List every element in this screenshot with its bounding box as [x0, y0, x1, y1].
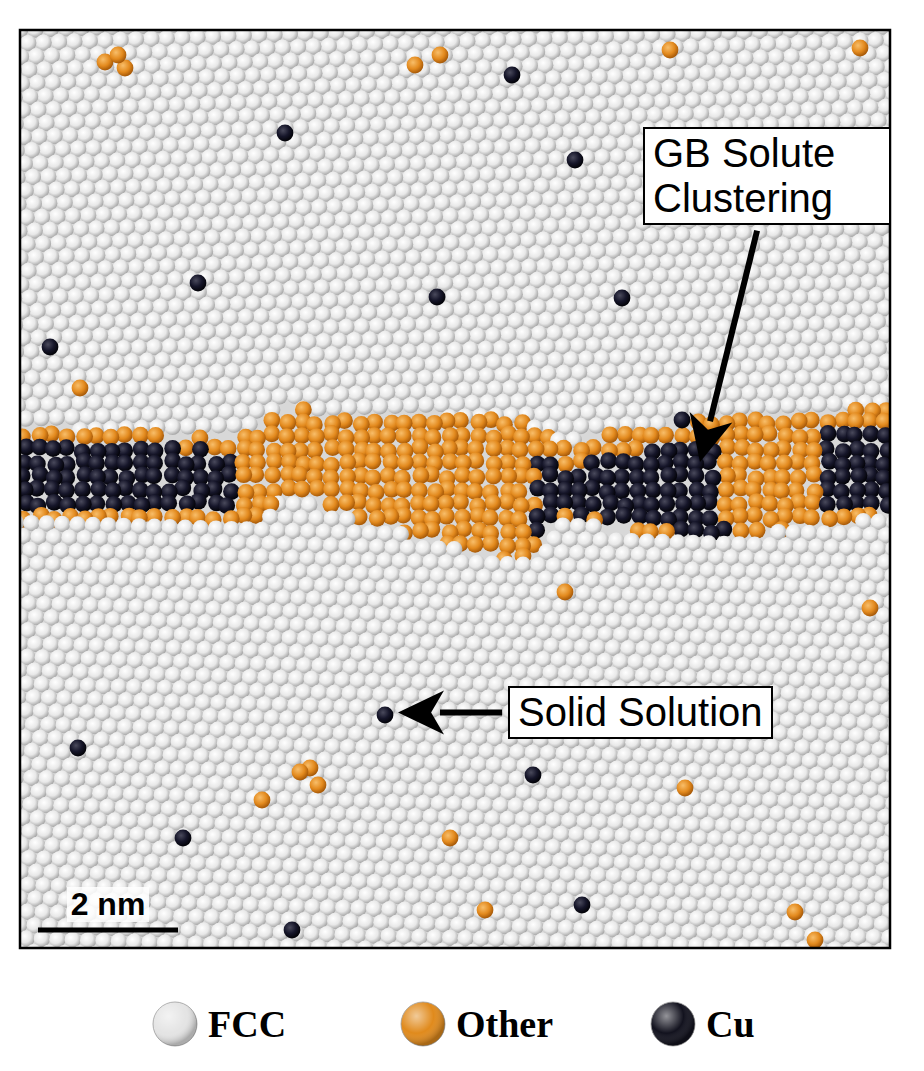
atom	[674, 427, 691, 444]
atom-ground	[20, 30, 890, 948]
atom	[834, 468, 851, 485]
atom	[862, 425, 879, 442]
atom	[379, 428, 396, 445]
atom	[145, 467, 162, 484]
atom	[364, 453, 381, 470]
atom	[880, 442, 890, 459]
atom	[266, 453, 283, 470]
atom	[387, 397, 403, 413]
atom	[806, 466, 823, 483]
atom	[397, 454, 414, 471]
atom	[48, 409, 64, 425]
atom	[765, 398, 781, 414]
atom	[500, 468, 517, 485]
atom	[180, 418, 196, 434]
atom	[617, 426, 634, 443]
atom	[795, 397, 811, 413]
atom	[235, 466, 252, 483]
atom	[164, 419, 180, 435]
atom	[326, 400, 342, 416]
atom	[226, 417, 242, 433]
atom	[599, 469, 616, 486]
atom	[660, 467, 677, 484]
atom	[747, 426, 764, 443]
atom	[20, 410, 34, 426]
atom	[760, 455, 777, 472]
atom	[291, 466, 308, 483]
atom	[395, 427, 412, 444]
atom	[454, 467, 471, 484]
atom	[876, 413, 890, 430]
atom	[306, 442, 323, 459]
atom	[116, 455, 133, 472]
atom	[657, 427, 674, 444]
atom	[76, 428, 93, 445]
atom	[826, 396, 842, 412]
atom	[402, 397, 418, 413]
atom	[264, 467, 281, 484]
atom	[588, 417, 604, 433]
atom	[688, 467, 705, 484]
atom	[791, 413, 808, 430]
atom	[485, 468, 502, 485]
atom	[309, 480, 326, 497]
atom	[364, 469, 381, 486]
atom	[468, 469, 485, 486]
atom	[45, 440, 62, 457]
atom	[278, 428, 295, 445]
atom	[601, 426, 618, 443]
atom	[776, 455, 793, 472]
atom	[847, 413, 864, 430]
atom	[557, 456, 574, 473]
atom	[811, 396, 827, 412]
atom	[705, 470, 722, 487]
atom	[877, 427, 890, 444]
atom	[851, 467, 868, 484]
atom	[294, 427, 311, 444]
atom	[600, 452, 617, 469]
atom	[734, 399, 750, 415]
atom	[511, 442, 528, 459]
atom	[528, 441, 545, 458]
atom	[33, 410, 49, 426]
atom	[412, 439, 429, 456]
atom	[192, 441, 209, 458]
atom	[820, 425, 837, 442]
atom	[147, 427, 164, 444]
atom	[719, 439, 736, 456]
atom-layer	[20, 30, 890, 948]
atom	[372, 398, 388, 414]
atom	[542, 466, 559, 483]
atom	[418, 396, 434, 412]
atom	[310, 400, 326, 416]
atom	[643, 427, 660, 444]
atom	[780, 397, 796, 413]
atom	[263, 425, 280, 442]
atom	[211, 417, 227, 433]
atom	[32, 466, 49, 483]
atom	[718, 399, 734, 415]
atom	[485, 440, 502, 457]
atom	[412, 467, 429, 484]
atom	[356, 399, 372, 415]
